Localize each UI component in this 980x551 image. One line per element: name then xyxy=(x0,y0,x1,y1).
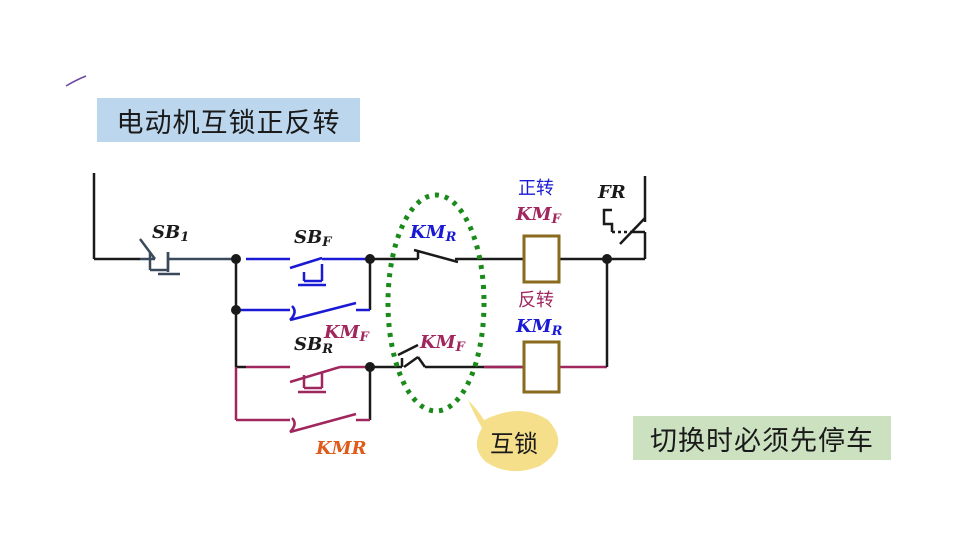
kmr-holding-label: KMR xyxy=(315,438,367,459)
sbr-switch xyxy=(234,365,370,420)
junction-dots xyxy=(231,254,612,372)
sbf-label: SBF xyxy=(294,227,332,250)
fr-label: FR xyxy=(597,182,626,203)
forward-label: 正转 xyxy=(518,178,554,199)
kmr-nc-contact xyxy=(370,248,524,264)
kmr-coil xyxy=(522,340,561,394)
interlock-label: 互锁 xyxy=(490,430,538,458)
reverse-label: 反转 xyxy=(518,290,554,311)
note-label: 切换时必须先停车 xyxy=(633,416,891,460)
sbr-label: SBR xyxy=(294,334,333,357)
kmf-holding-contact xyxy=(236,301,370,322)
page-title: 电动机互锁正反转 xyxy=(97,98,360,142)
sbf-switch xyxy=(246,256,370,287)
sb1-label: SB1 xyxy=(152,222,189,245)
interlock-bubble xyxy=(468,400,559,472)
kmf-nc-label: KMF xyxy=(419,332,466,355)
kmf-coil xyxy=(522,234,561,284)
right-rail xyxy=(559,257,645,367)
main-line xyxy=(92,173,140,261)
interlock-ellipse xyxy=(385,192,487,414)
reverse-coil-label: KMR xyxy=(515,316,563,339)
fr-contact xyxy=(602,176,647,259)
pen-mark-icon xyxy=(65,75,87,87)
sb1-switch xyxy=(139,238,236,276)
kmr-holding-contact xyxy=(236,412,370,434)
kmf-holding-label: KMF xyxy=(323,322,370,345)
forward-coil-label: KMF xyxy=(515,204,562,227)
kmr-nc-label: KMR xyxy=(409,222,457,245)
